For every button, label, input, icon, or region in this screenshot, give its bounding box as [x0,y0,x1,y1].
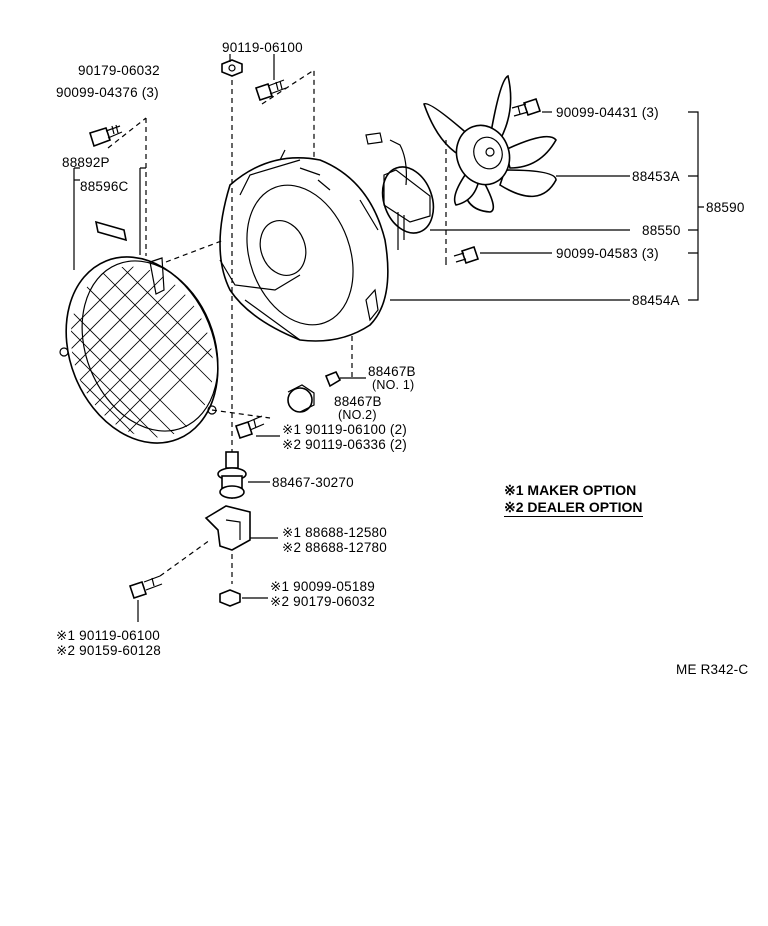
label-bolt-option-2: ※2 90119-06336 (2) [282,437,407,452]
label-88467-30270: 88467-30270 [272,475,354,490]
label-bracket-option-1: ※1 88688-12580 [282,525,387,540]
label-90179-06032-top: 90179-06032 [78,63,160,78]
label-90119-06100-top: 90119-06100 [222,40,303,55]
label-88596c: 88596C [80,179,129,194]
label-90099-04583: 90099-04583 (3) [556,246,659,261]
nut-lower-option [219,589,241,607]
label-88453a: 88453A [632,169,680,184]
bolt-90099-04431 [511,97,542,117]
label-90099-04431: 90099-04431 (3) [556,105,659,120]
label-sticker [94,220,128,242]
label-lower-option-2: ※2 90159-60128 [56,643,161,658]
grommet-88467b-no1 [324,370,366,388]
label-88550: 88550 [642,223,681,238]
bolt-lower-option [128,575,163,600]
mount-88467-30270 [217,451,247,499]
bolt-90099-04376 [89,124,123,148]
label-no2: (NO.2) [338,408,377,422]
nut-90179-06032 [221,59,243,77]
label-88590: 88590 [706,200,745,215]
grommet-88467b-no2 [287,384,315,413]
legend: ※1 MAKER OPTION ※2 DEALER OPTION [504,482,643,517]
reference-code: ME R342-C [676,662,749,677]
label-90099-04376: 90099-04376 (3) [56,85,159,100]
label-lower-option-1: ※1 90119-06100 [56,628,160,643]
bolt-90119-06100-top [254,79,287,102]
label-bracket-option-2: ※2 88688-12780 [282,540,387,555]
legend-dealer-option: ※2 DEALER OPTION [504,499,643,517]
label-bolt-option-1: ※1 90119-06100 (2) [282,422,407,437]
label-88454a: 88454A [632,293,680,308]
label-nut-option-1: ※1 90099-05189 [270,579,375,594]
legend-maker-option: ※1 MAKER OPTION [504,482,637,498]
bolt-90099-04583 [453,245,480,265]
label-88892p: 88892P [62,155,110,170]
bracket-88688 [204,505,251,551]
label-88467b-no2: 88467B [334,394,382,409]
label-no1: (NO. 1) [372,378,415,392]
fan-guard-mesh [45,244,239,460]
fan-shroud [219,149,389,342]
fan-motor [365,132,435,250]
label-88467b-no1: 88467B [368,364,416,379]
label-nut-option-2: ※2 90179-06032 [270,594,375,609]
fan-blades [423,74,557,213]
bolt-mid-option [234,415,265,440]
